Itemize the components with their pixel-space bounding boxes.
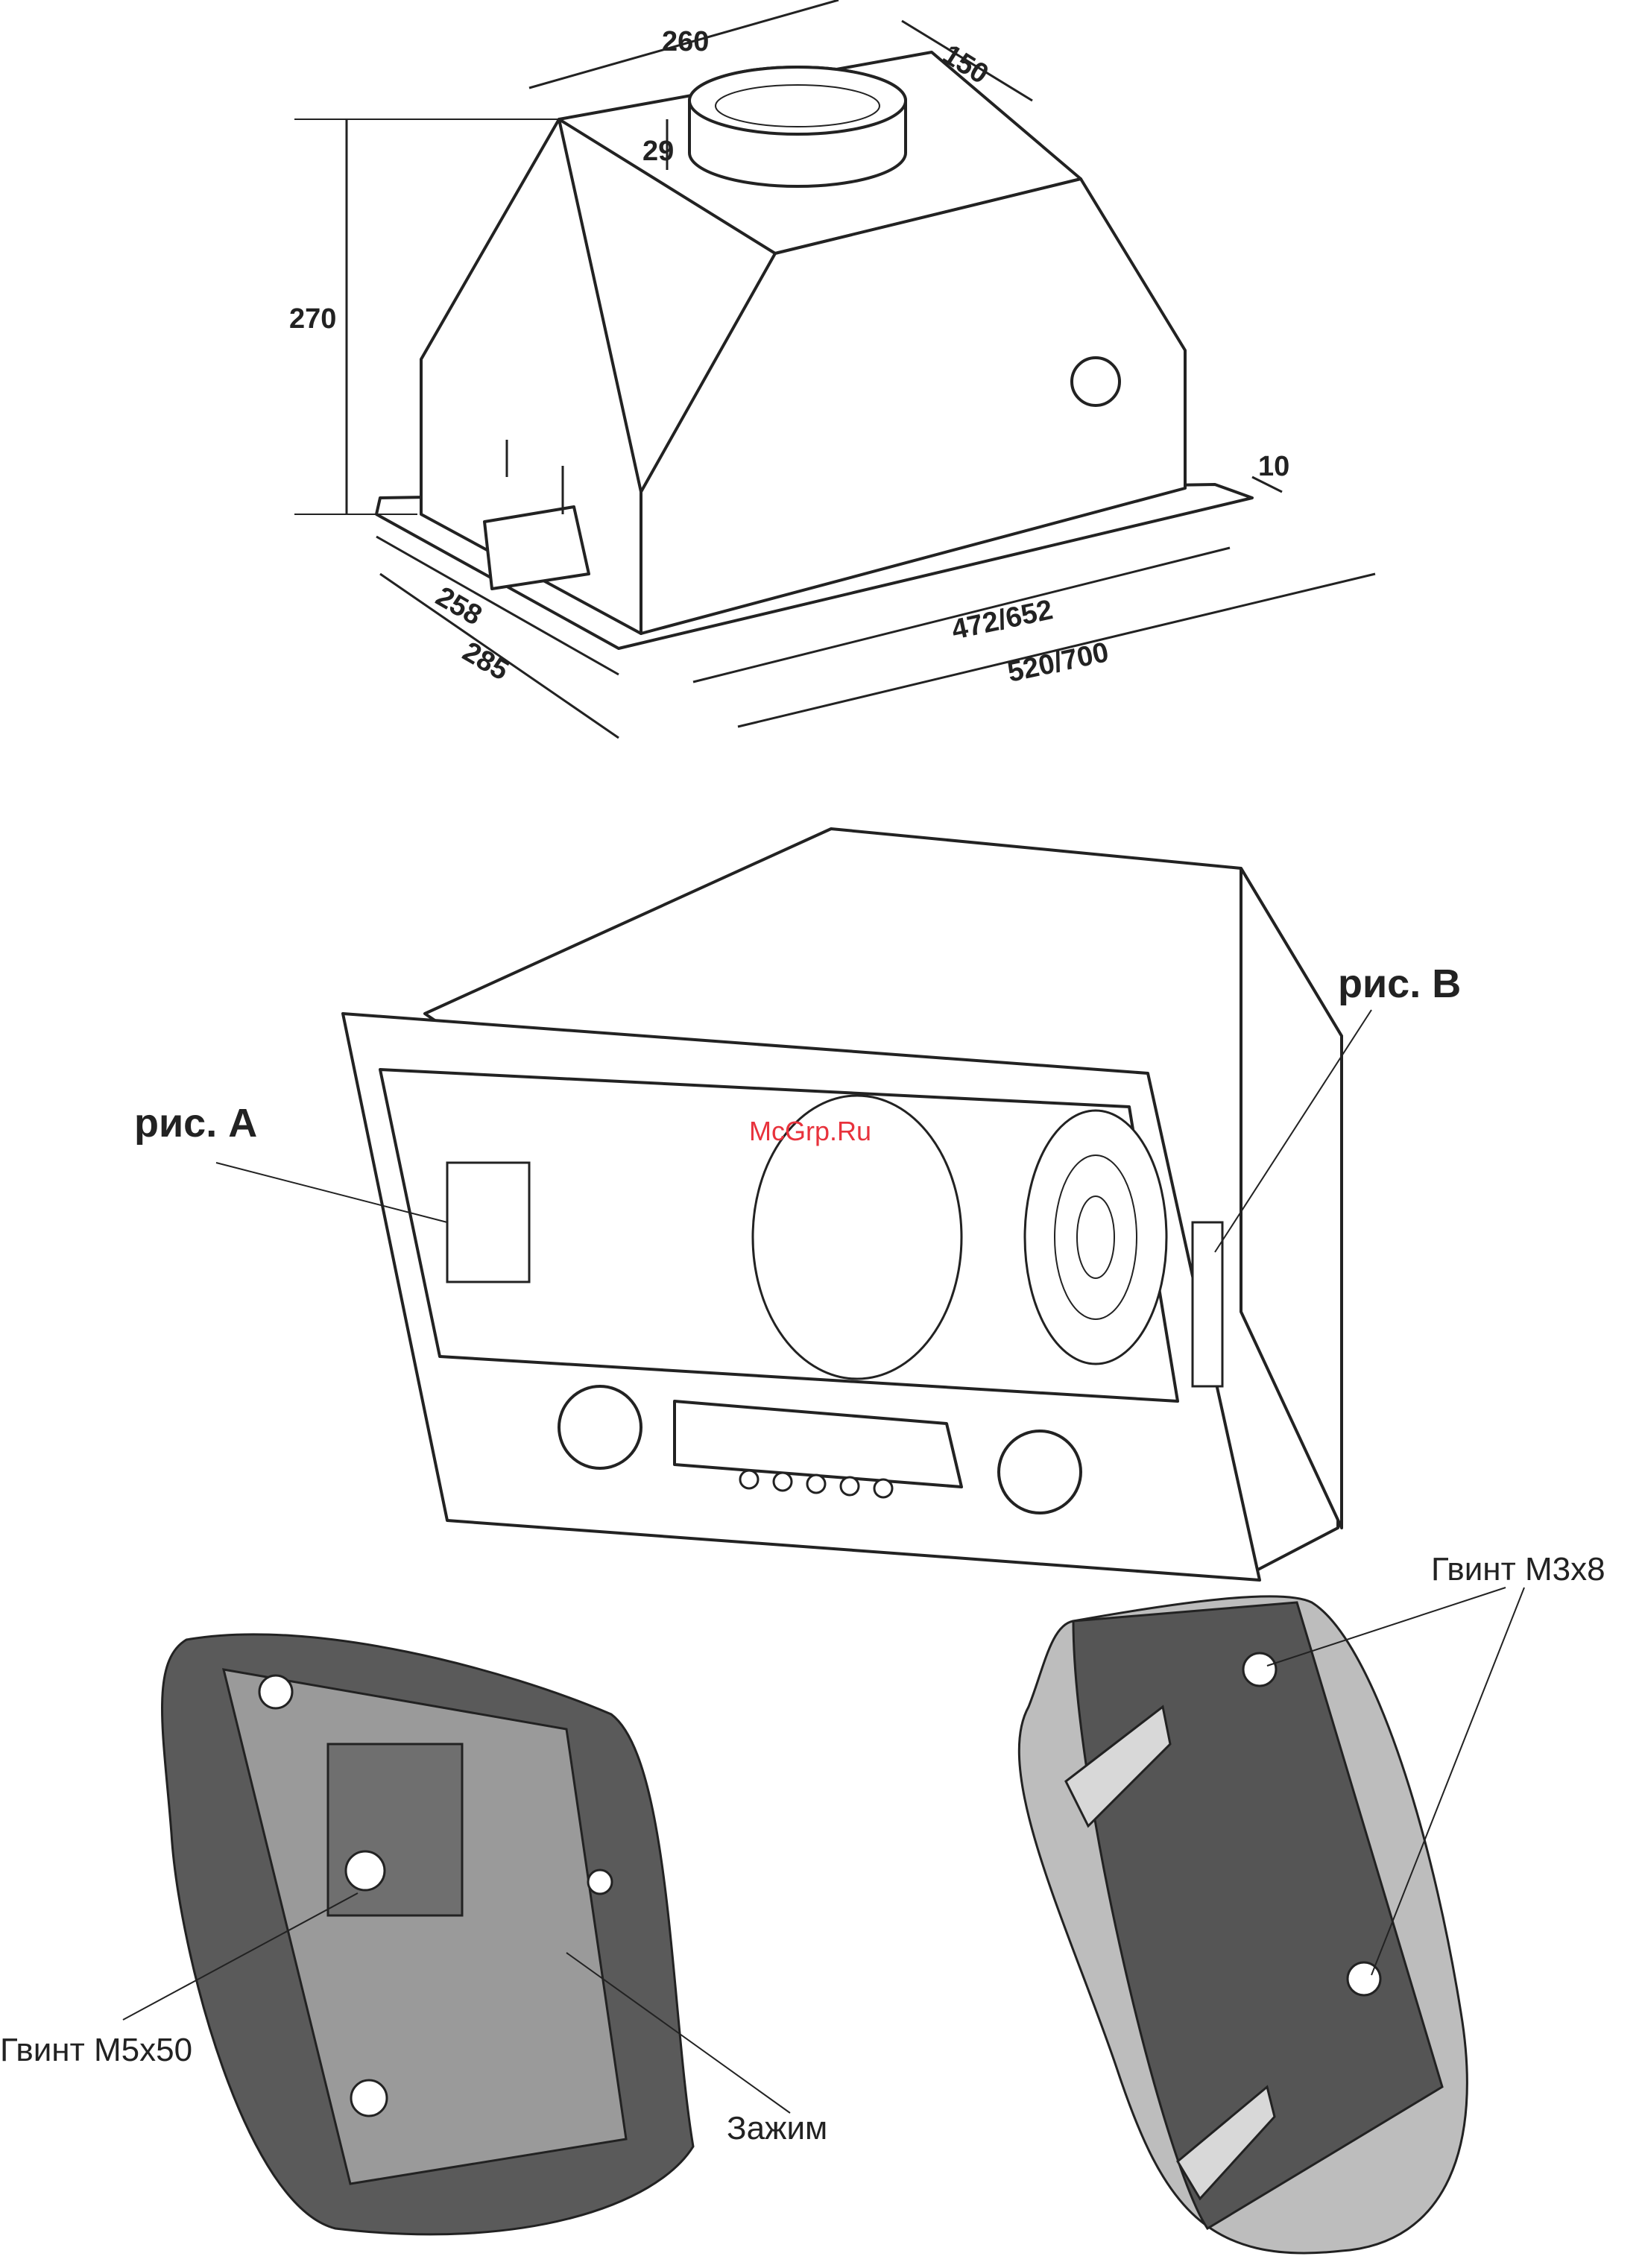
mount-bracket (484, 507, 589, 589)
screw-m5-icon (346, 1851, 385, 1890)
dim-outer-depth: 285 (458, 636, 514, 686)
dim-flange: 10 (1258, 451, 1289, 482)
dim-height: 270 (289, 303, 336, 335)
hood-front-view: рис. А рис. В McGrp.Ru (134, 829, 1461, 1580)
clamp-a (447, 1163, 529, 1282)
fan-impeller (1025, 1111, 1166, 1364)
watermark: McGrp.Ru (749, 1116, 871, 1146)
ref-fig-a: рис. А (134, 1101, 257, 1146)
dim-inner-width: 472/652 (949, 594, 1055, 646)
side-round-hole (1072, 358, 1120, 405)
screw-m3-icon (1348, 1962, 1380, 1995)
dim-outer-width: 520/700 (1005, 637, 1111, 689)
control-button[interactable] (841, 1477, 859, 1495)
control-button[interactable] (874, 1479, 892, 1497)
control-button[interactable] (740, 1471, 758, 1488)
clamp-part (328, 1744, 462, 1915)
detail-b: Гвинт М3х8 (1019, 1551, 1605, 2253)
screw-icon (259, 1675, 292, 1708)
ref-fig-b: рис. В (1338, 961, 1461, 1006)
lamp-right (999, 1431, 1081, 1513)
screw-icon (351, 2080, 387, 2116)
control-button[interactable] (774, 1473, 792, 1491)
callout-clamp: Зажим (727, 2110, 827, 2147)
dim-top-width: 260 (662, 26, 709, 57)
detail-a: Гвинт М5х50 Зажим (0, 1634, 827, 2234)
callout-screw-m3: Гвинт М3х8 (1431, 1551, 1605, 1588)
hood-dimension-drawing: 260 150 29 270 10 258 285 472/652 520/70… (289, 0, 1375, 738)
dim-inner-depth: 258 (431, 581, 487, 631)
callout-screw-m5: Гвинт М5х50 (0, 2032, 192, 2068)
screw-m3-icon (1243, 1653, 1276, 1686)
control-button[interactable] (807, 1475, 825, 1493)
lamp-left (559, 1386, 641, 1468)
dim-collar-height: 29 (642, 136, 674, 167)
